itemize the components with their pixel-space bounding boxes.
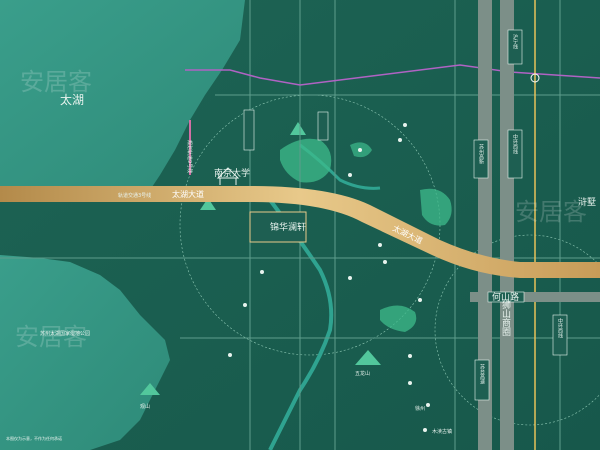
road-vertical-1	[478, 0, 492, 450]
poi-dots	[228, 123, 430, 432]
watermark-3: 安居客	[515, 198, 587, 226]
label-box-7	[243, 109, 255, 151]
lake-taihu-south	[0, 255, 170, 450]
mountain-2	[200, 198, 216, 210]
label-subway-line9: 规划轨道9号线	[186, 140, 193, 173]
label-guanshan: 观山	[140, 403, 150, 410]
label-right-edge: 浒墅	[578, 196, 596, 208]
mountain-3	[355, 350, 381, 365]
label-box-4	[474, 359, 490, 401]
label-lakeshore: 苏台高速	[479, 363, 485, 385]
label-zhongshan: 中环西线	[512, 133, 518, 154]
label-box-2	[507, 129, 523, 179]
label-wuyishan: 五龙山	[355, 370, 370, 377]
mountain-1	[290, 122, 306, 135]
label-jiuzhou: 徐州	[415, 405, 425, 412]
label-subway-line3: 轨道交通3号线	[118, 192, 151, 199]
station-icon	[530, 73, 540, 83]
label-mudu: 木渎古镇	[432, 428, 452, 435]
label-lake: 太湖	[60, 92, 84, 107]
label-box-1	[473, 139, 489, 179]
label-nanjing-university: 南京大学	[214, 167, 250, 179]
label-huning: 沪宁线	[512, 33, 518, 49]
label-project[interactable]: 锦华澜轩	[270, 221, 306, 233]
label-box-heshan	[487, 291, 525, 303]
footer-note: 本图仅为示意，不作为任何承诺	[6, 435, 62, 441]
label-box-6	[317, 111, 329, 141]
park-1	[280, 138, 332, 183]
heshan-road	[470, 292, 600, 302]
lake-taihu	[0, 0, 245, 190]
park-2	[420, 188, 452, 226]
project-marker[interactable]	[249, 211, 307, 243]
taihu-avenue	[0, 186, 600, 278]
label-zhongshan-right: 中环西线	[557, 317, 563, 338]
label-box-5	[552, 314, 568, 356]
label-box-3	[507, 29, 523, 65]
watermark-2: 安居客	[15, 323, 87, 351]
mountain-4	[140, 383, 160, 395]
road-vertical-2	[500, 0, 514, 450]
park-3	[380, 305, 417, 332]
label-heshan: 何山路	[492, 291, 519, 303]
label-shishan: 狮山商圈	[500, 300, 511, 337]
river	[268, 198, 334, 450]
radius-circle-2	[434, 234, 600, 426]
label-wetland-park: 苏州太湖国家湿地公园	[40, 330, 90, 337]
university-icon	[216, 167, 240, 185]
label-taihu-avenue-left: 太湖大道	[172, 189, 204, 199]
label-suzhou-jiaotong: 苏州高新	[478, 143, 484, 165]
watermark-1: 安居客	[20, 68, 92, 96]
